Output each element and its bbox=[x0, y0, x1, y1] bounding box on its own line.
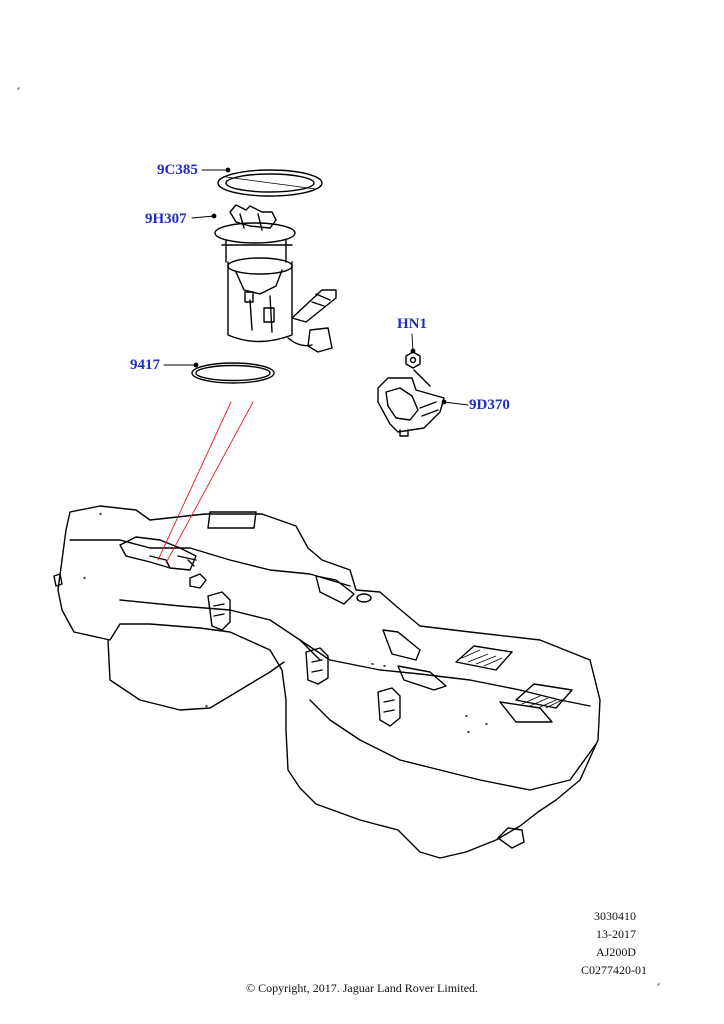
drawing-reference: C0277420-01 bbox=[581, 963, 647, 977]
copyright-notice: © Copyright, 2017. Jaguar Land Rover Lim… bbox=[245, 981, 479, 995]
callout-9417[interactable]: 9417 bbox=[130, 357, 160, 373]
fuel-tank-drawing bbox=[53, 505, 601, 859]
control-module-9d370-drawing bbox=[377, 369, 445, 437]
installation-guide-lines bbox=[157, 401, 254, 564]
gasket-9c385-drawing bbox=[217, 169, 323, 197]
illustration-date: 13-2017 bbox=[596, 927, 636, 941]
callout-9h307[interactable]: 9H307 bbox=[145, 211, 187, 227]
leader-lines bbox=[163, 169, 469, 406]
fuel-pump-module-drawing bbox=[214, 204, 337, 353]
seal-ring-9417-drawing bbox=[191, 362, 275, 384]
nut-hn1-drawing bbox=[405, 351, 421, 369]
callout-hn1[interactable]: HN1 bbox=[397, 316, 427, 332]
vehicle-model: AJ200D bbox=[595, 945, 636, 959]
callout-9c385[interactable]: 9C385 bbox=[157, 162, 198, 178]
callout-9d370[interactable]: 9D370 bbox=[469, 397, 510, 413]
leader-dots bbox=[193, 167, 447, 405]
illustration-code: 3030410 bbox=[594, 909, 636, 923]
